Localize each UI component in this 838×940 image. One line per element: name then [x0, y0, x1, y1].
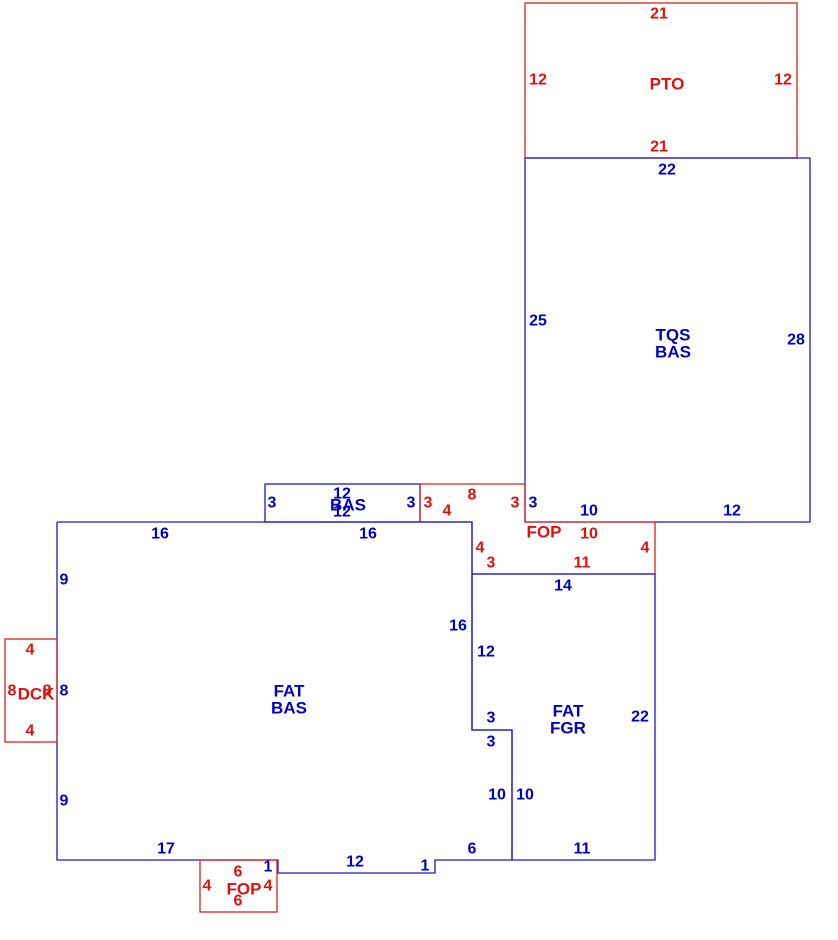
pto-dim-bottom: 21	[650, 139, 668, 156]
pto-dim-right: 12	[774, 72, 792, 89]
fop-top-dim-inner-left: 4	[443, 503, 452, 520]
pto-dim-left: 12	[529, 72, 547, 89]
fop-top-dim-step-left: 4	[476, 540, 485, 557]
fat-bas-dim-left-mid: 8	[60, 683, 69, 700]
fat-bas-dim-left-bottom: 9	[60, 793, 69, 810]
fop-top-dim-step-bottom: 3	[487, 555, 496, 572]
bas-small-dim-bottom: 12	[333, 504, 351, 521]
fat-fgr-label-line1: FAT	[553, 702, 584, 721]
fat-bas-dim-step-c: 6	[468, 841, 477, 858]
dck-dim-left: 8	[8, 683, 17, 700]
tqs-label-line1: TQS	[656, 326, 691, 345]
fop-top-label: FOP	[527, 523, 562, 542]
fop-top-dim-right: 3	[511, 495, 520, 512]
fat-bas-dim-step-a: 1	[264, 859, 273, 876]
tqs-dim-left: 25	[529, 313, 547, 330]
dck-dim-bottom: 4	[26, 723, 35, 740]
bas-small-dim-right: 3	[407, 495, 416, 512]
fat-fgr-outline	[471, 573, 656, 861]
fop-top-dim-right-side: 4	[641, 540, 650, 557]
tqs-bas-outline	[524, 157, 811, 523]
fop-bottom-dim-left: 4	[203, 878, 212, 895]
fat-bas-dim-bottom-a: 17	[157, 841, 175, 858]
dck-dim-right: 8	[43, 683, 52, 700]
fat-fgr-label-line2: FGR	[550, 719, 586, 738]
fat-fgr-dim-bottom: 11	[574, 841, 591, 858]
fat-bas-dim-bottom-b: 12	[346, 854, 364, 871]
fop-bottom-dim-top: 6	[234, 864, 243, 881]
fat-bas-dim-top-a: 16	[151, 526, 169, 543]
fop-bottom-label: FOP	[227, 880, 262, 899]
fop-top-dim-left: 3	[424, 495, 433, 512]
fat-fgr-dim-left-b: 10	[516, 787, 534, 804]
fat-bas-dim-step-b: 1	[421, 858, 430, 875]
fat-fgr-dim-notch-b: 3	[487, 734, 496, 751]
fat-bas-label-line2: BAS	[271, 699, 307, 718]
fat-bas-dim-right-a: 16	[449, 618, 467, 635]
fop-top-dim-bottom: 11	[574, 555, 591, 572]
tqs-label-line2: BAS	[655, 343, 691, 362]
tqs-dim-right: 28	[787, 332, 805, 349]
fat-fgr-dim-top: 14	[554, 578, 572, 595]
fop-top-dim-top: 8	[468, 487, 477, 504]
pto-label: PTO	[650, 75, 685, 94]
fat-bas-label-line1: FAT	[274, 682, 305, 701]
fat-bas-dim-right-b: 10	[488, 787, 506, 804]
fop-bottom-dim-right: 4	[264, 878, 273, 895]
fat-fgr-dim-notch-a: 3	[487, 710, 496, 727]
tqs-dim-top: 22	[658, 162, 676, 179]
tqs-dim-bottom-a: 10	[580, 503, 598, 520]
dck-outline	[4, 638, 58, 743]
fat-bas-dim-top-b: 16	[359, 526, 377, 543]
fop-top-dim-mid: 10	[580, 526, 598, 543]
tqs-dim-step: 3	[529, 495, 538, 512]
bas-small-dim-top: 12	[333, 486, 351, 503]
fop-bottom-dim-bottom: 6	[234, 893, 243, 910]
fat-fgr-dim-right: 22	[631, 709, 649, 726]
pto-dim-top: 21	[650, 6, 668, 23]
fat-bas-dim-left-top: 9	[60, 572, 69, 589]
dck-label: DCK	[18, 685, 56, 704]
tqs-dim-bottom-b: 12	[723, 503, 741, 520]
bas-small-dim-left: 3	[268, 495, 277, 512]
bas-small-label: BAS	[330, 496, 366, 515]
fop-bottom-outline	[199, 859, 278, 913]
fat-fgr-dim-left-a: 12	[477, 644, 495, 661]
dck-dim-top: 4	[26, 642, 35, 659]
